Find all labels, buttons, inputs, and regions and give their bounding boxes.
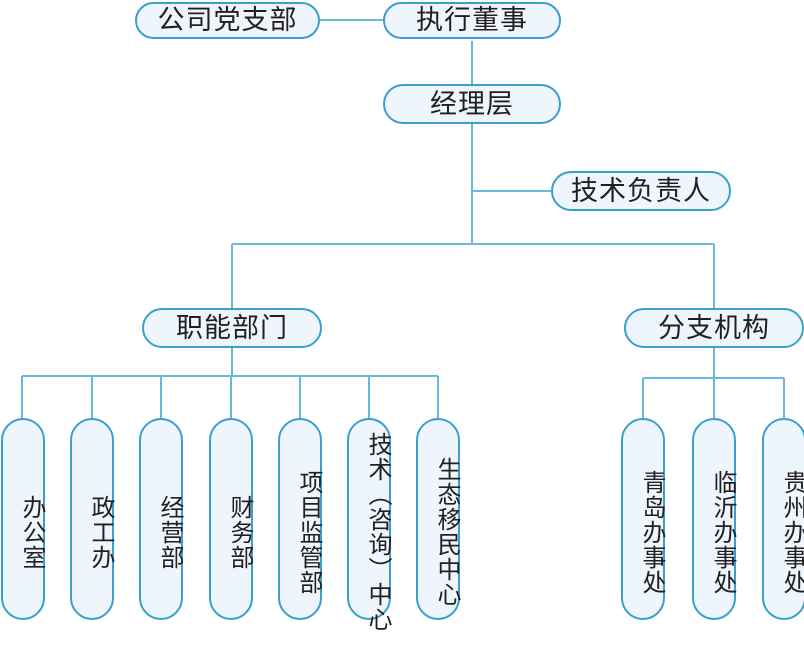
node-technical-director[interactable]: 技术负责人	[551, 171, 731, 211]
node-technology-consulting-center[interactable]: 技术（咨询）中心	[347, 418, 391, 632]
node-guizhou-office[interactable]: 贵州办事处	[762, 418, 804, 620]
node-linyi-office-label: 临沂办事处	[709, 469, 736, 595]
node-operations-department[interactable]: 经营部	[139, 418, 183, 620]
node-branch-offices-label: 分支机构	[658, 312, 770, 343]
node-ecological-migration-center[interactable]: 生态移民中心	[416, 418, 460, 620]
node-political-work-office-label: 政工办	[87, 494, 114, 570]
node-ecological-migration-center-label: 生态移民中心	[433, 457, 460, 607]
node-functional-departments-label: 职能部门	[176, 312, 288, 343]
node-office[interactable]: 办公室	[1, 418, 45, 620]
node-finance-department[interactable]: 财务部	[209, 418, 253, 620]
node-manager-level-label: 经理层	[430, 88, 514, 119]
node-executive-director-label: 执行董事	[416, 5, 528, 35]
node-linyi-office[interactable]: 临沂办事处	[692, 418, 736, 620]
node-technical-director-label: 技术负责人	[571, 175, 711, 206]
node-party-branch-label: 公司党支部	[157, 5, 298, 35]
node-technology-consulting-center-label: 技术（咨询）中心	[364, 432, 391, 632]
node-functional-departments[interactable]: 职能部门	[142, 308, 322, 348]
node-party-branch[interactable]: 公司党支部	[135, 2, 320, 39]
node-project-supervision-department[interactable]: 项目监管部	[278, 418, 322, 620]
node-qingdao-office[interactable]: 青岛办事处	[621, 418, 665, 620]
node-branch-offices[interactable]: 分支机构	[624, 308, 804, 348]
node-political-work-office[interactable]: 政工办	[70, 418, 114, 620]
node-finance-department-label: 财务部	[226, 494, 253, 570]
node-qingdao-office-label: 青岛办事处	[638, 469, 665, 595]
node-office-label: 办公室	[18, 494, 45, 570]
node-project-supervision-department-label: 项目监管部	[295, 469, 322, 595]
node-manager-level[interactable]: 经理层	[383, 84, 561, 124]
node-guizhou-office-label: 贵州办事处	[779, 469, 804, 595]
node-executive-director[interactable]: 执行董事	[383, 2, 561, 39]
node-operations-department-label: 经营部	[156, 494, 183, 570]
